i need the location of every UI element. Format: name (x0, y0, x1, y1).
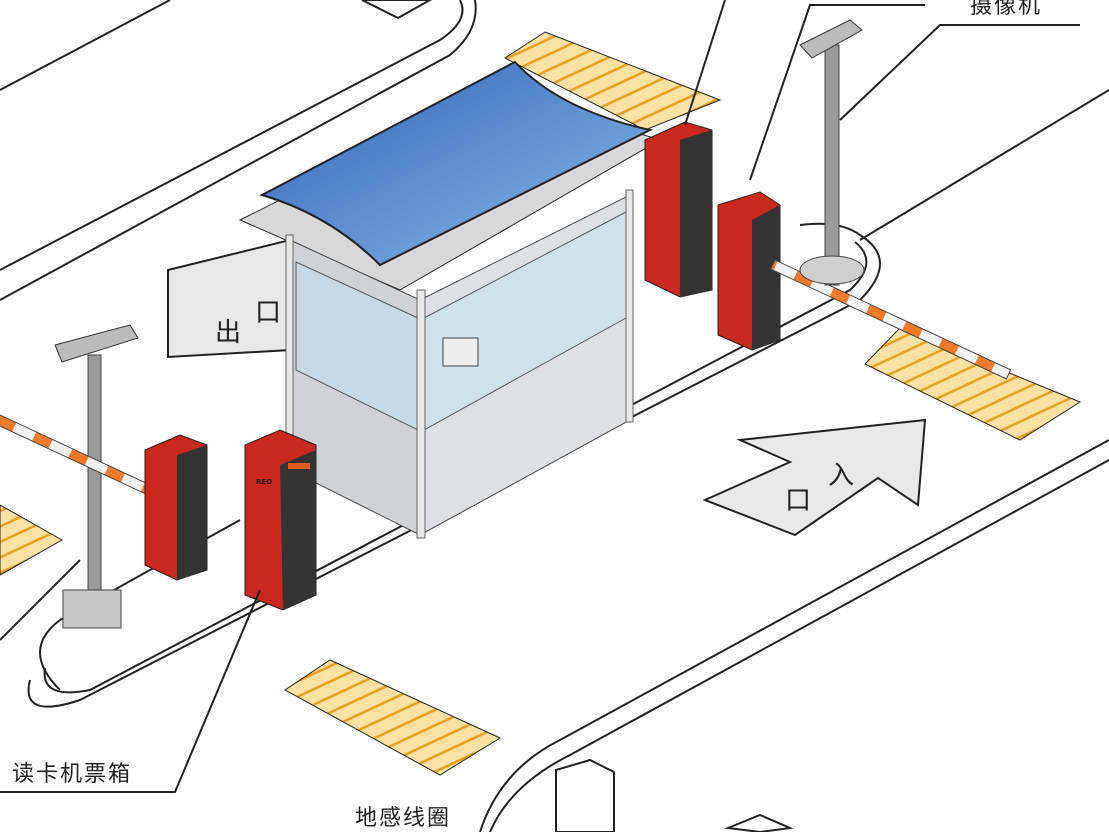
exit-text-1: 出 (215, 318, 242, 348)
camera-label: 摄像机 (970, 0, 1043, 19)
exit-text-2: 口 (255, 298, 282, 328)
ground-loops (0, 31, 1082, 776)
barrier-gate-back (644, 121, 1012, 380)
entry-arrow (702, 418, 927, 537)
toll-booth (238, 60, 662, 539)
ground-loop (284, 659, 502, 776)
leader-lines (0, 0, 1080, 793)
ground-loop-label: 地感线圈 (355, 806, 452, 831)
card-reader-ticket-box (244, 429, 317, 611)
ground-loop (0, 504, 64, 576)
ground-loop (864, 327, 1082, 441)
building-blocks (361, 0, 794, 832)
barrier-gate-front (0, 414, 208, 581)
camera-left (54, 324, 139, 629)
entry-text-1: 口 (785, 486, 812, 516)
machine-brand-label: REO (256, 478, 273, 486)
card-reader-label: 读卡机票箱 (12, 762, 133, 787)
entry-text-2: 入 (828, 461, 855, 491)
camera-right (799, 19, 865, 286)
